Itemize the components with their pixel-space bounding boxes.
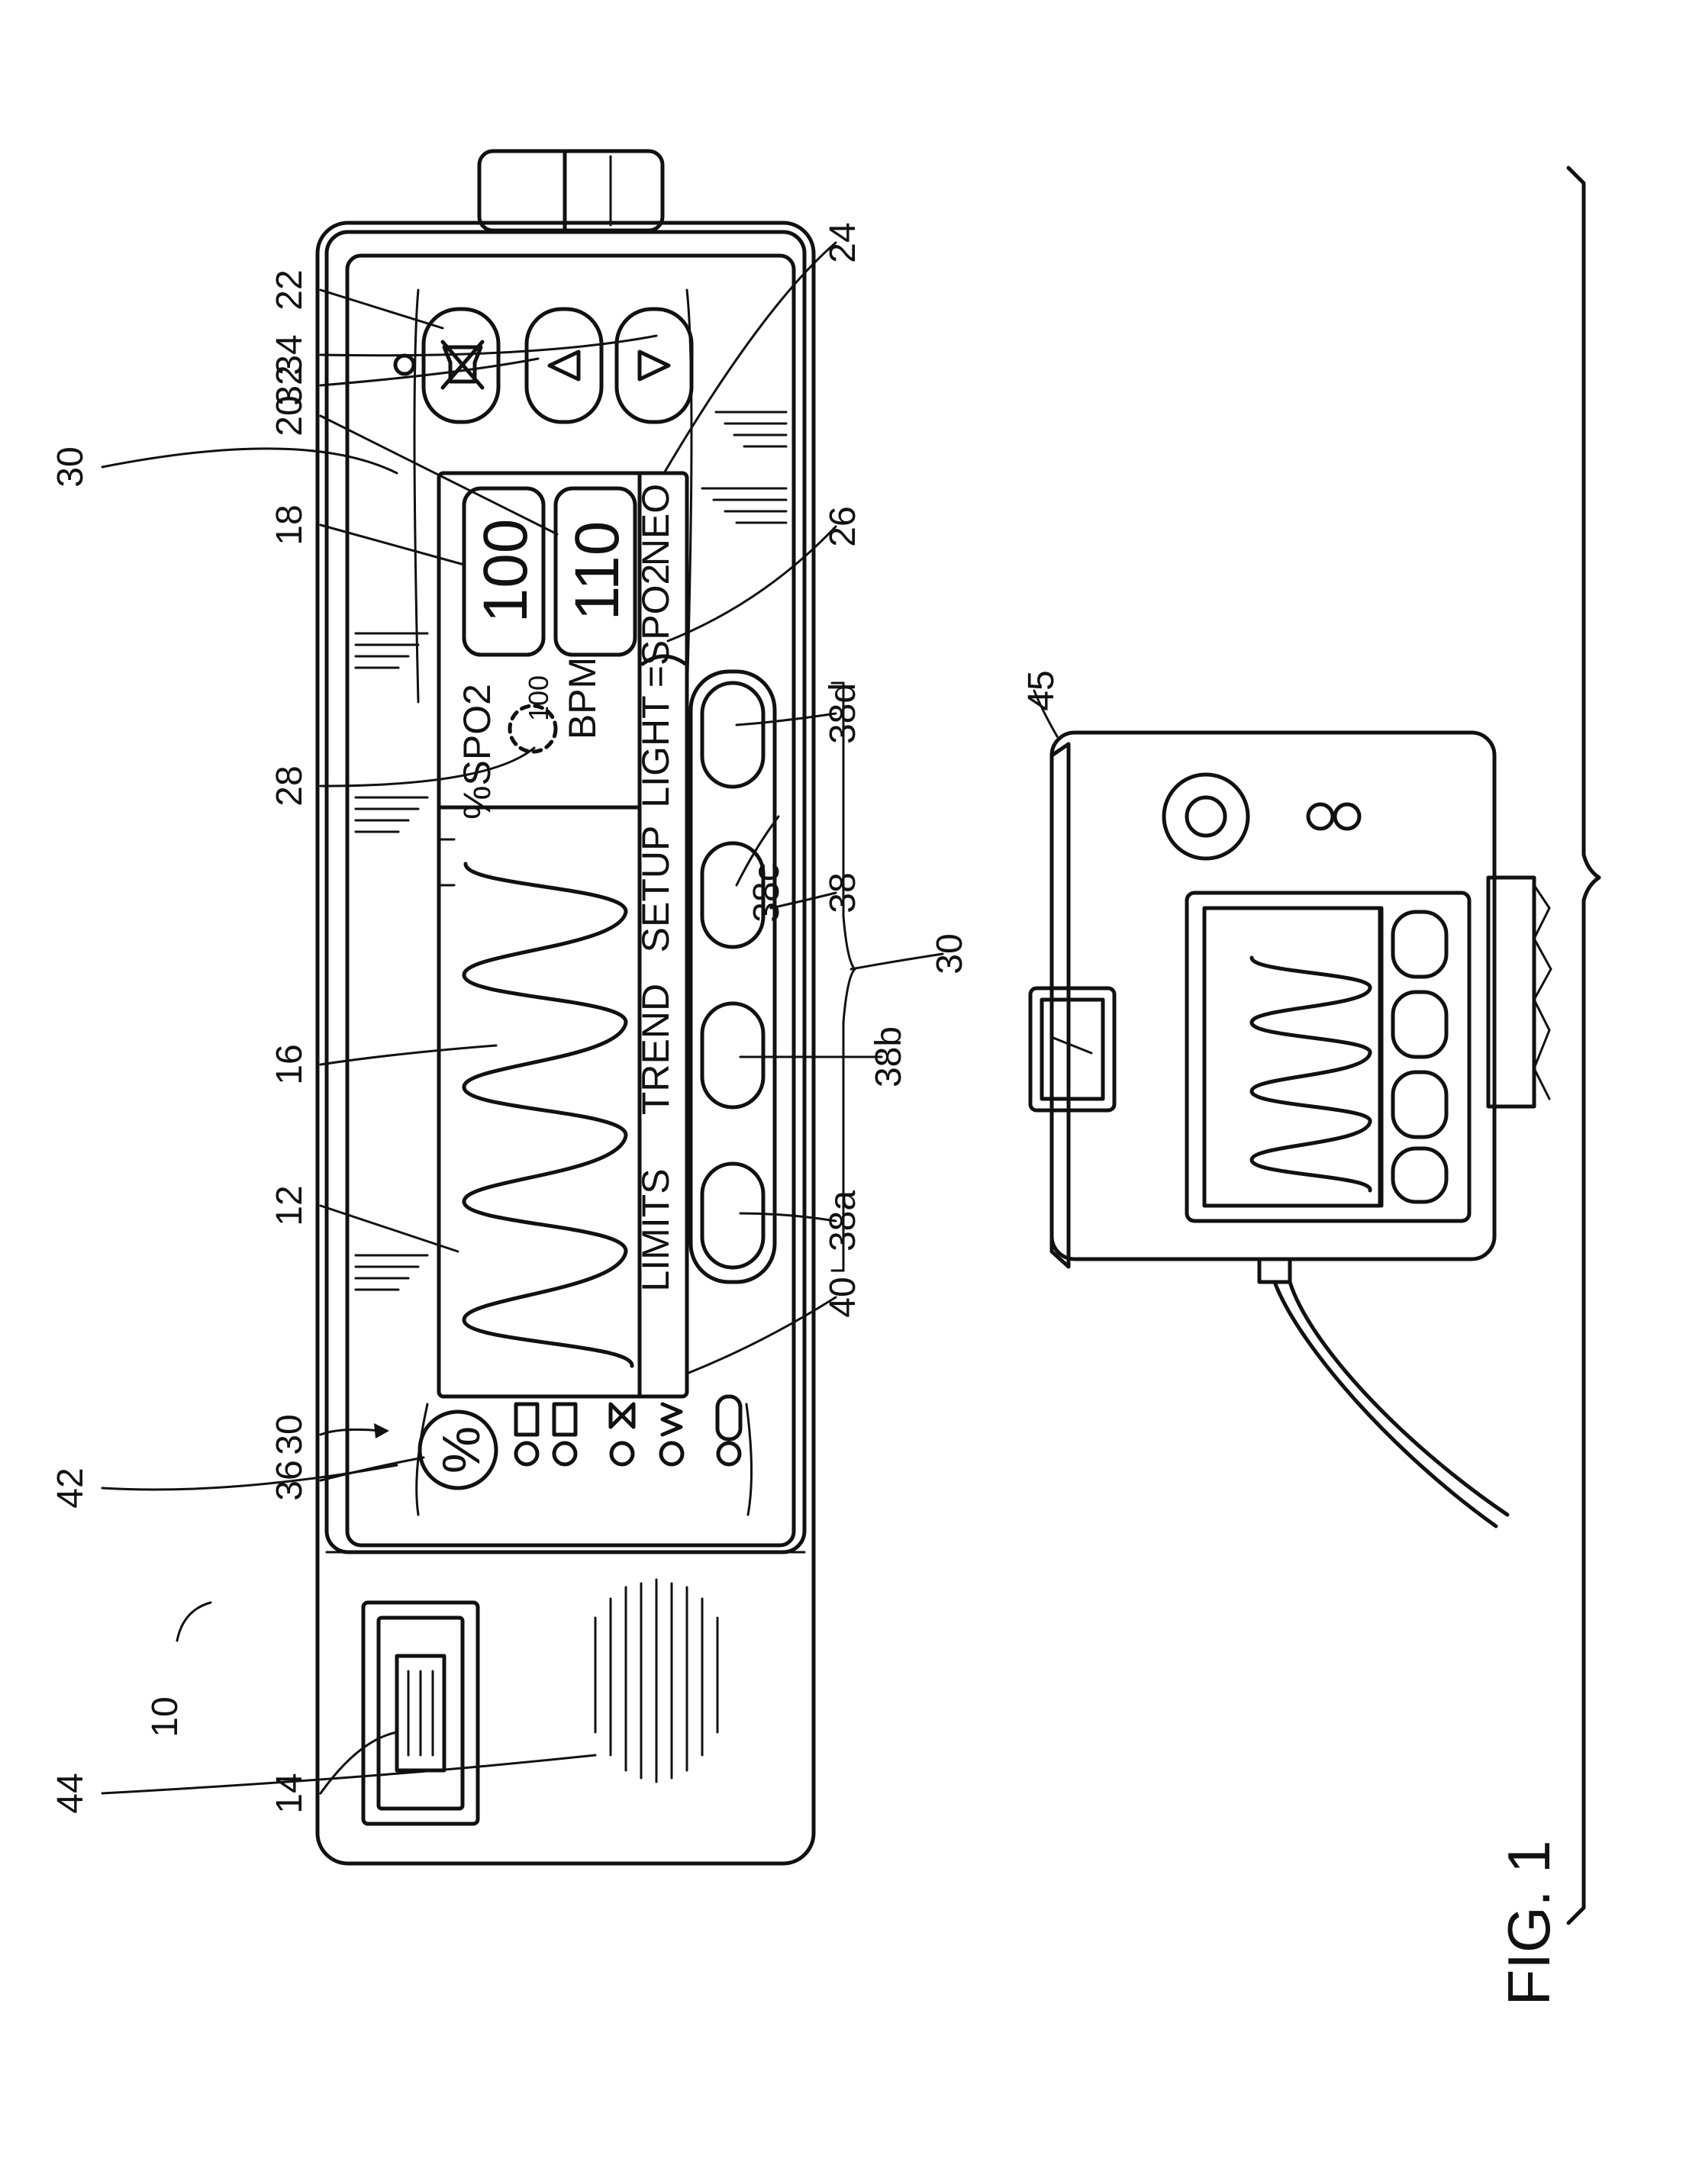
accessory-waveform	[1252, 958, 1370, 1190]
ref-34: 34	[269, 334, 310, 375]
ref-42: 42	[50, 1467, 91, 1508]
pulse-value: 110	[563, 521, 632, 621]
spo2-value: 100	[471, 519, 540, 623]
bpm-scale-label: 100	[523, 675, 554, 721]
spo2-unit-label: %SPO2	[456, 684, 498, 820]
ref-14: 14	[269, 1773, 310, 1813]
ref-38: 38	[823, 872, 863, 913]
speaker-grille-icon	[595, 1580, 717, 1782]
sensor-connector	[363, 1603, 478, 1824]
battery-icon	[516, 1404, 537, 1435]
softkey-label-trend: TREND	[634, 984, 677, 1115]
figure-caption: FIG. 1	[1495, 1841, 1562, 2006]
up-button[interactable]	[527, 309, 601, 422]
status-led	[718, 1443, 740, 1464]
softkey-trend-button[interactable]	[702, 1003, 763, 1107]
accessory-keys	[1393, 912, 1446, 1202]
spo2-indicator-text: =SPO2	[634, 564, 677, 688]
ref-38c: 38c	[746, 863, 787, 922]
reference-numerals: 10 12 14 16 18 20 22 24 26 28 30 30 30 3…	[50, 222, 1062, 1813]
status-led	[661, 1443, 682, 1464]
status-led	[611, 1443, 633, 1464]
down-arrow-icon	[640, 352, 669, 379]
softkey-label-limits: LIMITS	[634, 1168, 677, 1291]
ref-16: 16	[269, 1044, 310, 1084]
sensor-icon	[717, 1396, 740, 1439]
status-led	[554, 1443, 575, 1464]
status-panel: %	[417, 1396, 752, 1515]
display-screen: 100 110 %SPO2 100 BPM NEO =SPO2 LIGHT SE…	[439, 473, 687, 1396]
ref-12: 12	[269, 1185, 310, 1226]
ref-24: 24	[823, 222, 863, 263]
ref-22: 22	[269, 269, 310, 310]
ref-44: 44	[50, 1773, 91, 1813]
ref-26: 26	[823, 506, 863, 546]
up-arrow-icon	[550, 352, 579, 379]
alarm-silence-icon	[443, 342, 482, 388]
status-led	[516, 1443, 537, 1464]
down-button[interactable]	[617, 309, 691, 422]
softkey-light-button[interactable]	[702, 683, 763, 787]
ref-30-top: 30	[50, 446, 91, 487]
connector-pins	[408, 1671, 433, 1755]
figure-brace	[1568, 168, 1599, 1923]
plethysmograph-waveform	[464, 864, 632, 1366]
indicator-led	[395, 356, 414, 374]
side-tab	[479, 151, 662, 230]
battery-low-icon	[554, 1404, 575, 1435]
ref-10: 10	[145, 1696, 185, 1737]
softkey-label-light: LIGHT	[634, 695, 677, 807]
ref-30-left: 30	[269, 1414, 310, 1454]
mode-text: NEO	[634, 484, 677, 566]
bpm-unit-label: BPM	[561, 657, 604, 739]
ref-18: 18	[269, 504, 310, 545]
accessory-knob	[1164, 775, 1248, 858]
softkey-limits-button[interactable]	[702, 1164, 763, 1268]
ref-40: 40	[823, 1277, 863, 1317]
percent-button-icon: %	[431, 1426, 491, 1474]
heart-icon	[611, 1404, 633, 1427]
softkey-label-setup: SETUP	[634, 826, 677, 953]
ref-28: 28	[269, 765, 310, 806]
interference-icon	[662, 1404, 681, 1435]
accessory-printer	[1030, 733, 1551, 1526]
